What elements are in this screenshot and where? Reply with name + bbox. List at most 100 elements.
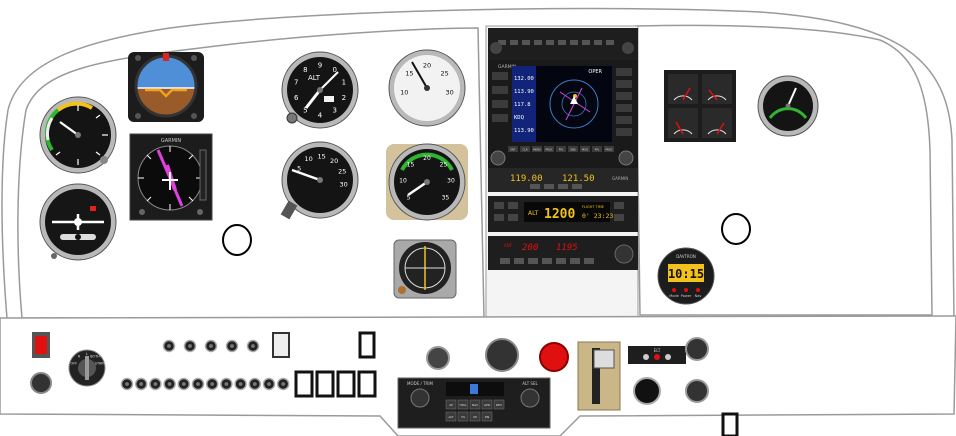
circuit-breaker-cap — [230, 344, 234, 348]
vsi-tick: 20 — [330, 157, 338, 165]
gps-softkey[interactable] — [532, 146, 542, 152]
autopilot-right-knob[interactable] — [520, 388, 540, 408]
gps-softkey[interactable] — [508, 146, 518, 152]
gps-left-value: 113.90 — [514, 128, 534, 134]
autopilot-button[interactable] — [457, 399, 469, 410]
gps-softkey[interactable] — [580, 146, 590, 152]
gps-softkey-label: ENT — [510, 148, 516, 152]
gps-softkey[interactable] — [592, 146, 602, 152]
rocker-switch[interactable] — [358, 331, 376, 359]
fuel-pump-knob[interactable] — [685, 337, 709, 361]
autopilot-button[interactable] — [445, 411, 457, 422]
gps-softkey[interactable] — [544, 146, 554, 152]
master-switch[interactable] — [32, 332, 50, 358]
circuit-breaker-cap — [125, 382, 129, 386]
manifold-tick: 25 — [440, 162, 448, 169]
circuit-breaker-cap — [196, 382, 200, 386]
ignition-label: L — [86, 352, 88, 356]
altimeter-tick: 5 — [303, 107, 307, 115]
fuel-selector-tab[interactable] — [721, 412, 739, 436]
autopilot-button-label: DN — [485, 415, 490, 419]
tachometer-tick: 10 — [400, 88, 408, 96]
rocker-switch[interactable] — [315, 370, 335, 398]
adf-tuning-knob[interactable] — [614, 244, 634, 264]
circuit-breaker-cap — [251, 344, 255, 348]
autopilot-mode-label: MODE / TRIM — [407, 381, 434, 386]
gps-softkey-label: FPL — [595, 148, 600, 152]
autopilot-button-label: HDG — [460, 403, 468, 407]
gps-left-value: 117.8 — [514, 102, 531, 108]
tachometer-tick: 25 — [440, 70, 448, 78]
throttle-quadrant[interactable] — [577, 341, 621, 411]
adf-radio: ADF 200 1195 — [488, 236, 638, 270]
altimeter-tick: 4 — [318, 112, 323, 120]
autopilot-button[interactable] — [469, 411, 481, 422]
parking-brake-knob[interactable] — [685, 379, 709, 403]
autopilot-button[interactable] — [457, 411, 469, 422]
manifold-tick: 35 — [442, 195, 450, 202]
mixture-knob-red[interactable] — [539, 342, 569, 372]
gps-right-knob[interactable] — [618, 150, 634, 166]
altimeter-tick: 7 — [294, 79, 298, 87]
adf-active-frequency: 200 — [522, 243, 538, 253]
gps-softkey[interactable] — [604, 146, 614, 152]
gps-softkey-label: CLR — [522, 148, 527, 152]
turn-coordinator — [39, 183, 117, 261]
annunciator-label: ELT — [654, 348, 661, 353]
com-radio: 119.00 121.50 GARMIN — [488, 168, 638, 192]
manifold-tick: 30 — [447, 178, 455, 185]
gps-softkey[interactable] — [520, 146, 530, 152]
com-active-frequency: 119.00 — [510, 174, 543, 184]
adf-radio-label: ADF — [504, 243, 513, 248]
altimeter-tick: 9 — [318, 62, 322, 70]
vsi-tick: 10 — [305, 155, 313, 163]
primer-knob[interactable] — [633, 377, 661, 405]
altimeter-tick: 0 — [332, 66, 336, 74]
transponder: ALT 1200 FLIGHT TIME 0' 23:23 — [488, 196, 638, 232]
cabin-heat-knob[interactable] — [426, 346, 450, 370]
carb-heat-knob[interactable] — [485, 338, 519, 372]
gps-softkey[interactable] — [568, 146, 578, 152]
tachometer-tick: 15 — [405, 70, 413, 78]
panel-light-knob[interactable] — [30, 372, 52, 394]
autopilot-left-knob[interactable] — [410, 388, 430, 408]
autopilot-button-label: AP — [449, 403, 453, 407]
transponder-mode: ALT — [528, 210, 539, 217]
autopilot-button[interactable] — [481, 399, 493, 410]
gps-left-knob[interactable] — [490, 150, 506, 166]
gps-softkey-label: PROC — [545, 148, 552, 152]
rocker-switch[interactable] — [272, 332, 290, 358]
gps-softkey[interactable] — [556, 146, 566, 152]
circuit-breaker-cap — [210, 382, 215, 386]
autopilot-button[interactable] — [469, 399, 481, 410]
clock-button-label: Power — [681, 294, 692, 298]
rocker-switch[interactable] — [294, 370, 314, 398]
tachometer-tick: 20 — [423, 61, 431, 69]
circuit-breaker-cap — [252, 382, 257, 386]
rocker-switch[interactable] — [336, 370, 356, 398]
autopilot-button-label: ALT — [448, 415, 453, 419]
hsi: GARMIN — [129, 133, 213, 221]
autopilot-button[interactable] — [481, 411, 493, 422]
adf-standby-frequency: 1195 — [556, 243, 578, 253]
rocker-switch[interactable] — [357, 370, 377, 398]
adf-indicator — [393, 239, 457, 299]
attitude-indicator — [128, 52, 204, 122]
autopilot-button[interactable] — [493, 399, 505, 410]
circuit-breaker-cap — [181, 382, 186, 386]
clock-time: 10:15 — [668, 267, 704, 281]
circuit-breaker-cap — [209, 344, 213, 348]
vsi-tick: 30 — [339, 180, 347, 188]
autopilot-button[interactable] — [445, 399, 457, 410]
circuit-breaker-row-upper — [162, 339, 260, 353]
hsi-brand: GARMIN — [161, 138, 182, 144]
